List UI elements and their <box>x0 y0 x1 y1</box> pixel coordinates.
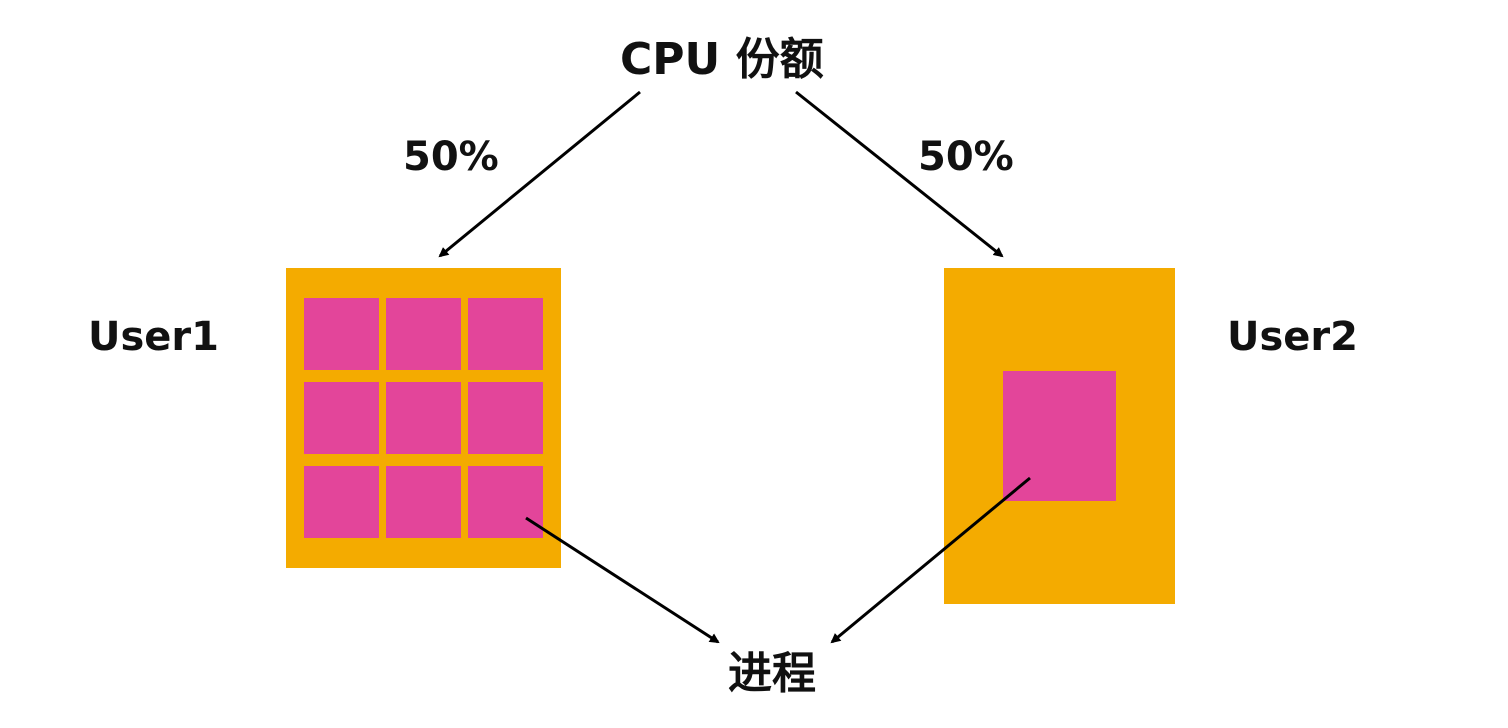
user1-box <box>286 268 561 568</box>
user1-label: User1 <box>88 314 219 360</box>
user2-box <box>944 268 1175 604</box>
cpu-share-title: CPU 份额 <box>620 34 824 85</box>
user1-process-1 <box>304 298 379 370</box>
share-label-left: 50% <box>403 134 499 180</box>
process-label: 进程 <box>728 648 816 699</box>
user1-process-9 <box>468 466 543 538</box>
user1-process-2 <box>386 298 461 370</box>
user1-process-7 <box>304 466 379 538</box>
user1-process-8 <box>386 466 461 538</box>
user1-process-3 <box>468 298 543 370</box>
user1-process-6 <box>468 382 543 454</box>
user1-process-4 <box>304 382 379 454</box>
share-label-right: 50% <box>918 134 1014 180</box>
user2-label: User2 <box>1227 314 1358 360</box>
user2-process-1 <box>1003 371 1116 501</box>
user1-process-5 <box>386 382 461 454</box>
